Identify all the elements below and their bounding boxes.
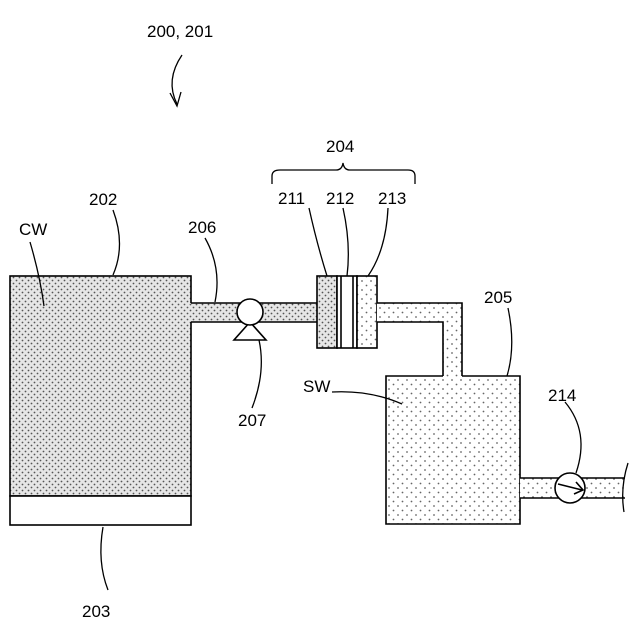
leader-205 <box>507 308 512 376</box>
leader-206 <box>205 238 217 302</box>
leader-212 <box>343 208 348 276</box>
assembly-arrow <box>172 55 182 104</box>
label-204: 204 <box>326 137 354 156</box>
label-205: 205 <box>484 288 512 307</box>
label-cw: CW <box>19 220 47 239</box>
pipe-break-mark <box>623 463 628 512</box>
label-211: 211 <box>278 189 305 208</box>
filter-unit-204 <box>317 276 377 348</box>
filter-brace <box>272 163 415 184</box>
label-202: 202 <box>89 190 117 209</box>
label-214: 214 <box>548 386 576 405</box>
leader-203 <box>101 527 108 590</box>
sw-tank <box>386 376 520 524</box>
leader-211 <box>309 208 327 276</box>
label-206: 206 <box>188 218 216 237</box>
tank-base <box>10 496 191 525</box>
leader-214 <box>565 402 581 473</box>
label-sw: SW <box>303 377 330 396</box>
label-212: 212 <box>326 189 354 208</box>
leader-207 <box>252 340 261 408</box>
pipe-to-sw-tank <box>377 303 462 376</box>
cw-tank <box>10 276 191 496</box>
outlet-pump-214 <box>555 473 585 503</box>
leader-202 <box>113 210 120 275</box>
label-assembly: 200, 201 <box>147 22 213 41</box>
label-207: 207 <box>238 411 266 430</box>
pump-207 <box>234 299 266 340</box>
leader-213 <box>368 208 388 276</box>
label-213: 213 <box>378 189 406 208</box>
label-203: 203 <box>82 602 110 621</box>
